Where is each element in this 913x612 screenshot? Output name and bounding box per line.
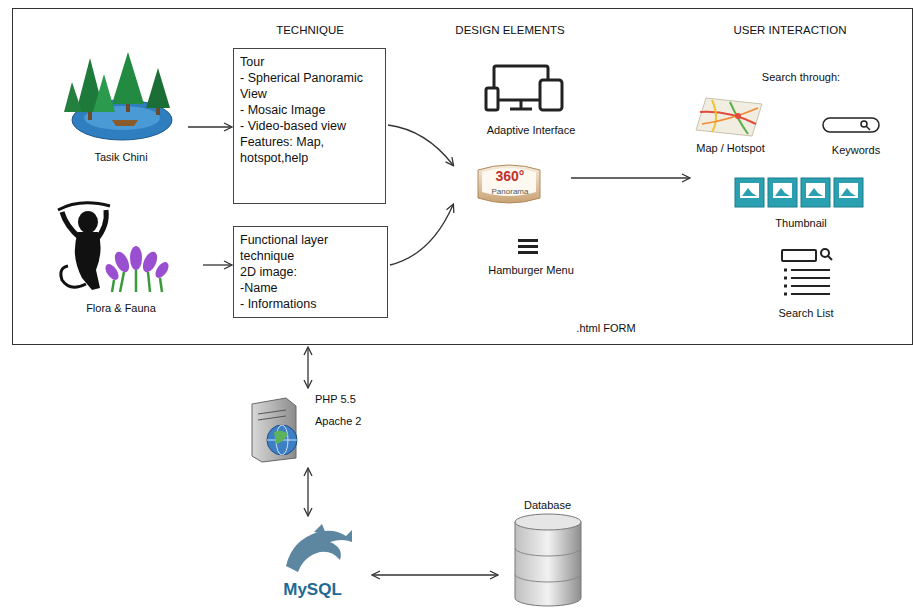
database-node: Database (500, 495, 595, 610)
design-element: 360° Panorama (456, 161, 566, 211)
node-text: -Name (240, 280, 381, 296)
process-box: Tour- Spherical Panoramic View- Mosaic I… (233, 48, 386, 204)
arrow-connector (373, 574, 497, 575)
node-text: Functional layer technique (240, 232, 381, 264)
interaction-item: Map / Hotspot (693, 93, 768, 157)
frame-box: .html FORMTasik ChiniFlora & FaunaTour- … (12, 8, 913, 345)
arrow-connector (203, 264, 231, 265)
searchlist-icon (782, 249, 832, 296)
server-icon (252, 398, 297, 462)
node-text: Map / Hotspot (693, 142, 768, 155)
node-text: Search List (766, 307, 846, 320)
process-box: Functional layer technique2D image:-Name… (233, 226, 388, 318)
arrow-connector (307, 348, 308, 387)
arrow-connector (188, 126, 231, 127)
node-text: MySQL (255, 580, 370, 599)
interaction-item: Search List (766, 241, 846, 323)
node-text: 2D image: (240, 264, 381, 280)
column-heading: USER INTERACTION (715, 24, 865, 36)
node-text: - Video-based view (240, 118, 379, 134)
node-text: Tasik Chini (56, 151, 186, 164)
flora-fauna-illustration (58, 203, 171, 292)
interaction-group: Search through: Map / Hotspot KeywordsThum… (691, 63, 909, 328)
node-text: 360° (480, 169, 540, 184)
node-text: Flora & Fauna (41, 302, 201, 315)
arrow-connector (388, 125, 453, 165)
searchbar-icon (823, 118, 879, 132)
node-text: Features: Map, hotspot,help (240, 134, 379, 166)
species-node: Flora & Fauna (41, 196, 201, 318)
node-text: PHP 5.5 (315, 393, 385, 406)
node-text: - Spherical Panoramic View (240, 70, 379, 102)
node-text: Adaptive Interface (471, 124, 591, 137)
design-element: Adaptive Interface (471, 59, 591, 143)
column-heading: DESIGN ELEMENTS (440, 24, 580, 36)
devices-icon (486, 66, 562, 110)
dolphin-icon (286, 524, 352, 572)
node-text: Database (500, 499, 595, 512)
thumbnail-icons (735, 178, 863, 207)
map-icon (696, 98, 762, 136)
database-icon (515, 514, 581, 606)
node-text: - Mosaic Image (240, 102, 379, 118)
arrow-connector (390, 205, 453, 265)
node-text: - Informations (240, 296, 381, 312)
node-text: .html FORM (561, 322, 651, 335)
arrow-connector (571, 177, 689, 178)
arrow-connector (307, 469, 308, 515)
node-text: Apache 2 (315, 415, 385, 428)
node-text: Tour (240, 54, 379, 70)
lake-illustration (64, 52, 172, 140)
place-node: Tasik Chini (56, 51, 186, 171)
node-text: Hamburger Menu (471, 264, 591, 277)
node-text: Panorama (480, 187, 540, 196)
server-node: PHP 5.5Apache 2 (245, 390, 385, 466)
mysql-node: MySQL (255, 518, 370, 602)
column-heading: TECHNIQUE (250, 24, 370, 36)
interaction-item: Keywords (811, 111, 901, 161)
node-text: Thumbnail (731, 217, 871, 230)
node-text: Keywords (811, 144, 901, 157)
node-text: Search through: (701, 71, 901, 84)
panorama-icon (478, 165, 540, 203)
design-element: Hamburger Menu (471, 235, 591, 281)
hamburger-icon (518, 239, 538, 254)
interaction-item: Thumbnail (731, 173, 871, 231)
